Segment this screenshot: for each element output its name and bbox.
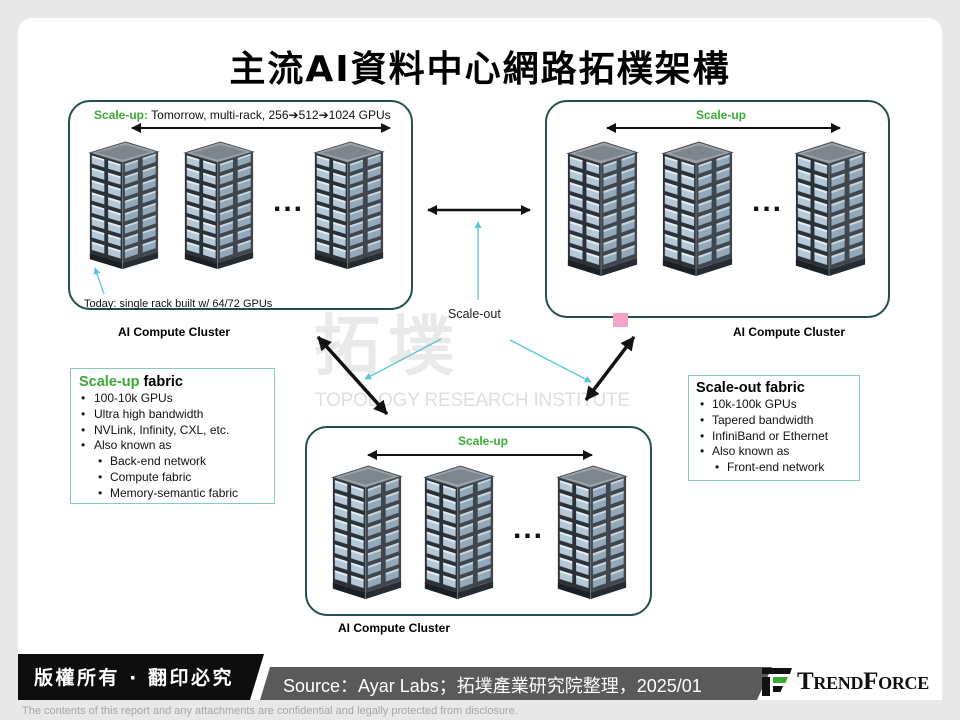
scale-out-pointer-right — [509, 339, 592, 383]
today-note-pointer — [93, 267, 105, 295]
server-rack-icon — [89, 141, 159, 270]
scale-out-fabric-box: Scale-out fabric 10k-100k GPUs Tapered b… — [688, 375, 860, 481]
brand-name: TrendForce — [797, 668, 929, 695]
scale-out-fabric-list: 10k-100k GPUs Tapered bandwidth InfiniBa… — [696, 397, 852, 476]
server-rack-icon — [184, 141, 254, 270]
trendforce-logo-icon — [762, 668, 792, 696]
scale-up-fabric-title: Scale-up fabric — [79, 373, 266, 391]
server-rack-icon — [795, 141, 866, 277]
footer-source-band — [260, 667, 772, 700]
server-rack-icon — [567, 141, 638, 277]
cluster-box-top-left — [68, 100, 413, 310]
fabric-title-rest: fabric — [765, 380, 805, 396]
list-item: Also known as — [696, 444, 852, 460]
scale-out-fabric-title: Scale-out fabric — [696, 379, 852, 397]
list-subitem: Front-end network — [696, 460, 852, 476]
cluster-box-bottom — [305, 426, 652, 616]
scale-out-arrow-left-diagonal — [316, 335, 389, 416]
fabric-title-rest: fabric — [143, 374, 183, 390]
list-subitem: Compute fabric — [79, 470, 266, 486]
scale-up-fabric-list: 100-10k GPUs Ultra high bandwidth NVLink… — [79, 391, 266, 502]
footer-copyright: 版權所有 · 翻印必究 — [34, 667, 234, 689]
rack-ellipsis: ... — [752, 185, 784, 218]
list-item: Also known as — [79, 438, 266, 454]
footer-source: Source：Ayar Labs；拓墣產業研究院整理，2025/01 — [283, 676, 702, 696]
watermark-english: TOPOLOGY RESEARCH INSTITUTE — [315, 390, 630, 411]
rack-ellipsis: ... — [513, 512, 545, 545]
server-rack-icon — [314, 141, 384, 270]
list-item: Tapered bandwidth — [696, 413, 852, 429]
cluster-name-top-left: AI Compute Cluster — [118, 325, 231, 339]
server-rack-icon — [332, 465, 402, 600]
cluster-name-top-right: AI Compute Cluster — [733, 325, 846, 339]
cluster-name-bottom: AI Compute Cluster — [338, 621, 451, 635]
rack-ellipsis: ... — [273, 185, 305, 218]
scale-out-arrow-right-diagonal — [584, 335, 636, 402]
fabric-title-accent: Scale-out — [696, 380, 762, 396]
scale-up-caption-top-left: Scale-up: Tomorrow, multi-rack, 256➔512➔… — [94, 108, 391, 122]
footer-copyright-band — [18, 654, 264, 700]
fabric-title-accent: Scale-up — [79, 374, 140, 390]
slide-title: 主流AI資料中心網路拓樸架構 — [229, 49, 731, 90]
footer-disclaimer: The contents of this report and any atta… — [22, 705, 518, 717]
list-item: NVLink, Infinity, CXL, etc. — [79, 423, 266, 439]
scale-up-detail: Tomorrow, multi-rack, 256➔512➔1024 GPUs — [151, 108, 391, 122]
scale-up-fabric-box: Scale-up fabric 100-10k GPUs Ultra high … — [70, 368, 275, 504]
list-subitem: Back-end network — [79, 454, 266, 470]
server-rack-icon — [424, 465, 494, 600]
today-note: Today: single rack built w/ 64/72 GPUs — [84, 298, 273, 310]
list-item: Ultra high bandwidth — [79, 407, 266, 423]
server-rack-icon — [662, 141, 733, 277]
scale-up-label: Scale-up: — [94, 108, 149, 122]
pink-marker — [613, 313, 628, 327]
server-rack-icon — [557, 465, 627, 600]
scale-up-label-top-right: Scale-up — [695, 108, 746, 122]
scale-out-pointer-left — [364, 338, 442, 380]
list-item: InfiniBand or Ethernet — [696, 429, 852, 445]
list-subitem: Memory-semantic fabric — [79, 486, 266, 502]
list-item: 10k-100k GPUs — [696, 397, 852, 413]
scale-out-label: Scale-out — [448, 307, 501, 321]
cluster-box-top-right — [545, 100, 890, 318]
list-item: 100-10k GPUs — [79, 391, 266, 407]
scale-up-label-bottom: Scale-up — [457, 434, 508, 448]
